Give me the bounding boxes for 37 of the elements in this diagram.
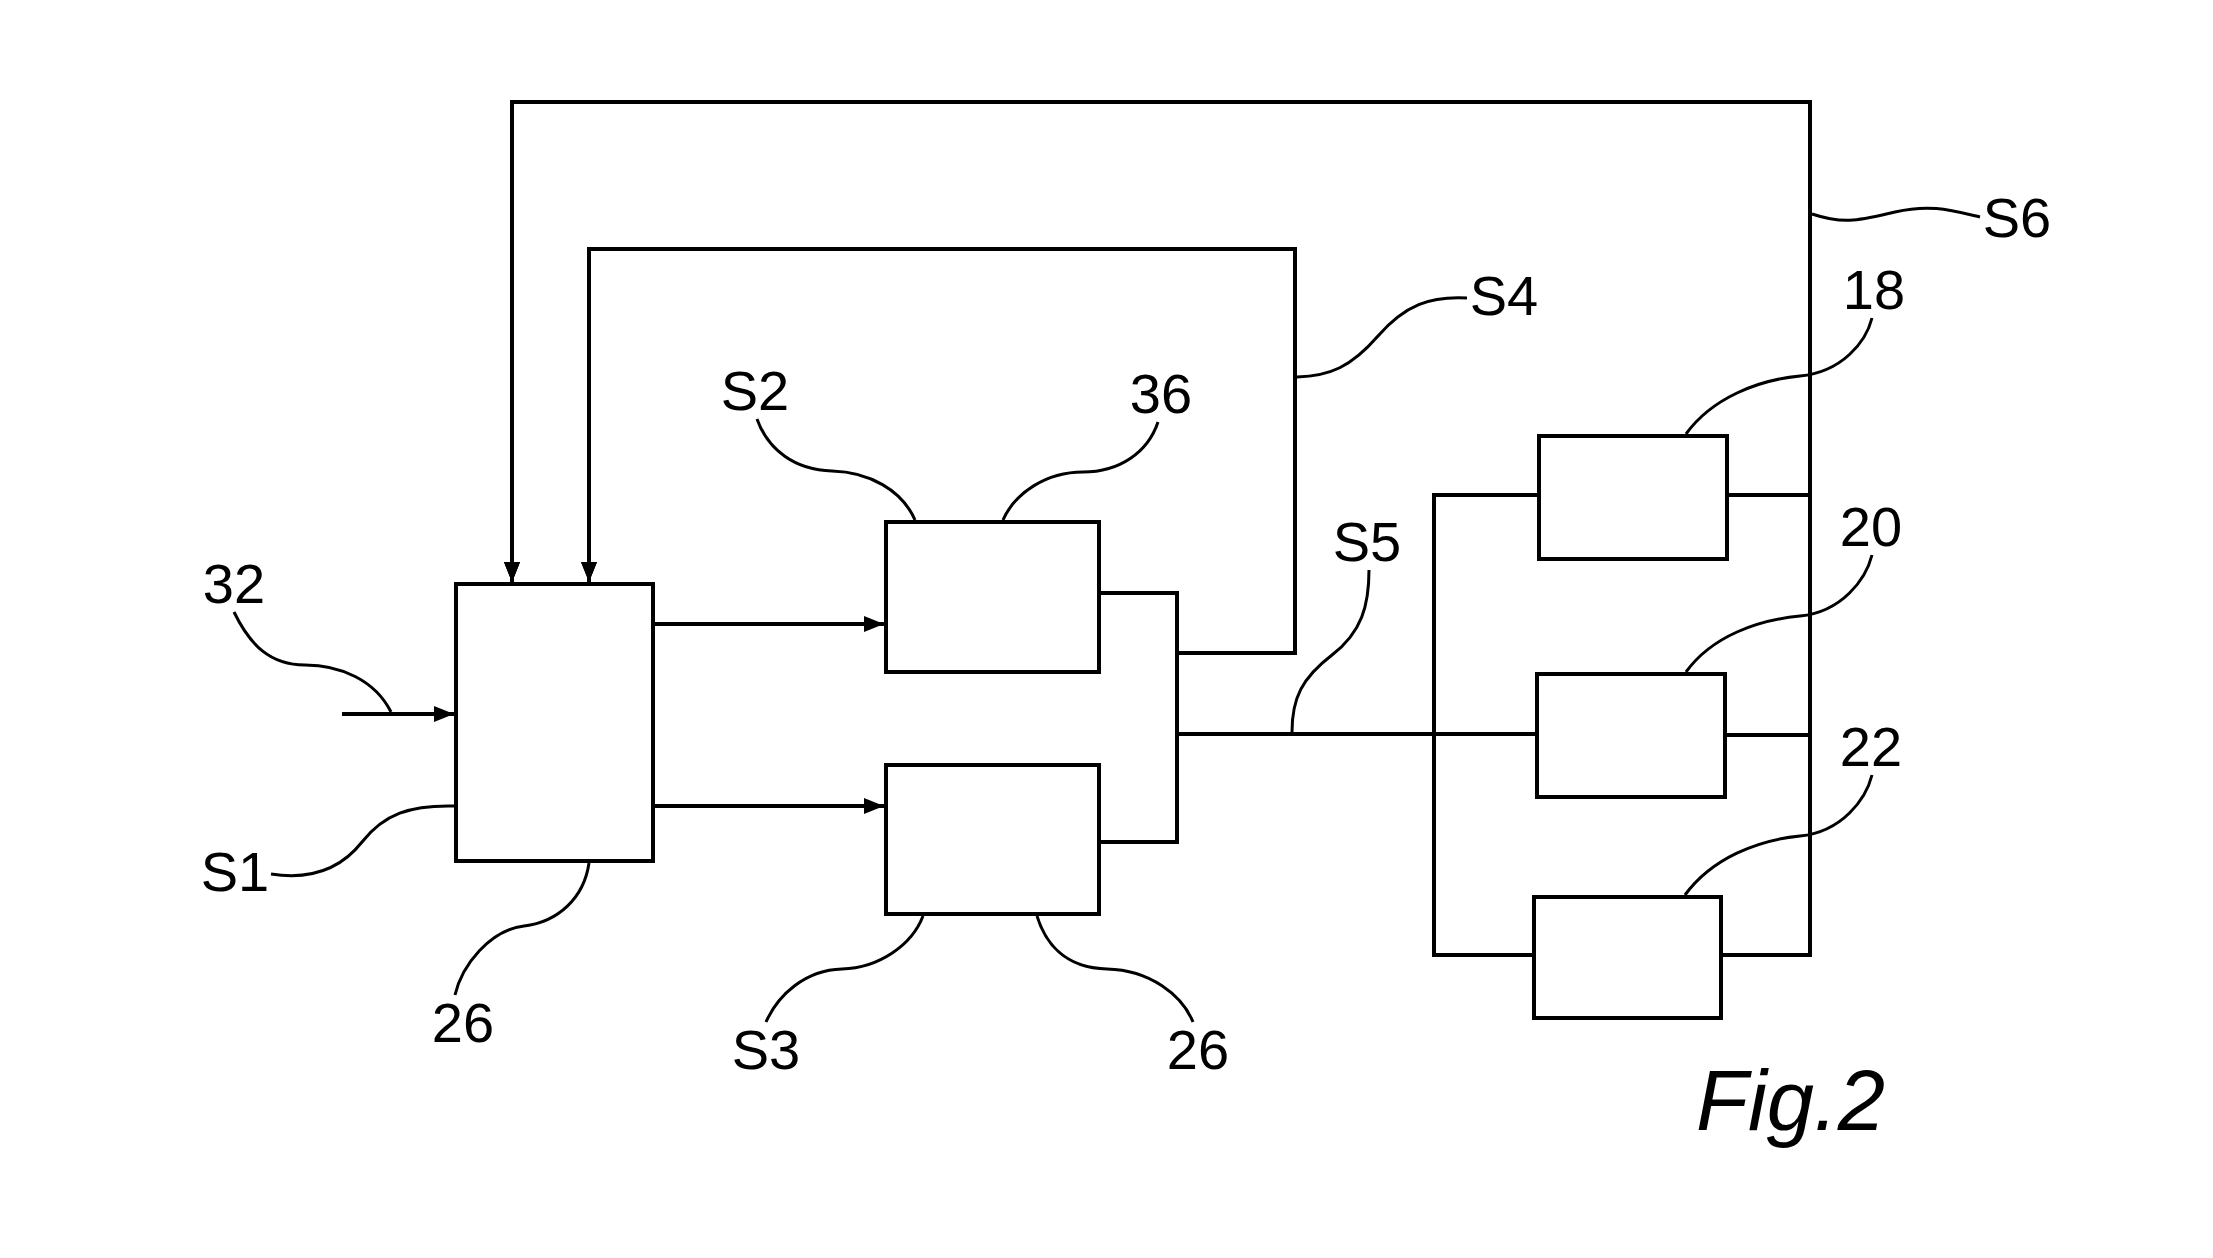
leader-line	[1683, 774, 1874, 896]
reference-label: S6	[1980, 190, 2054, 246]
reference-label: S2	[719, 363, 791, 419]
process-block	[1535, 672, 1727, 799]
reference-label: 22	[1836, 719, 1906, 775]
leader-line	[453, 862, 591, 996]
figure-caption: Fig.2	[1695, 1052, 1886, 1150]
leader-line	[232, 611, 393, 713]
process-block	[884, 763, 1101, 916]
arrow	[342, 706, 454, 722]
arrow	[655, 616, 884, 632]
leader-line	[1684, 554, 1874, 673]
leader-line	[270, 804, 454, 878]
arrow	[504, 100, 1812, 957]
reference-label: 36	[1126, 366, 1196, 422]
reference-label: 26	[428, 995, 498, 1051]
reference-label: 32	[199, 556, 269, 612]
process-block	[1532, 895, 1723, 1020]
leader-line	[764, 915, 925, 1023]
leader-line	[755, 418, 917, 521]
process-block	[1537, 434, 1729, 561]
reference-label: 18	[1839, 262, 1909, 318]
leader-line	[1296, 296, 1468, 379]
process-block	[454, 582, 655, 863]
leader-line	[1290, 569, 1371, 733]
leader-line	[1684, 317, 1874, 435]
reference-label: S4	[1467, 268, 1541, 324]
reference-label: S1	[199, 844, 271, 900]
reference-label: 20	[1836, 499, 1906, 555]
leader-line	[1001, 421, 1160, 521]
arrow	[655, 798, 884, 814]
process-block	[884, 520, 1101, 674]
leader-line	[1811, 206, 1981, 222]
reference-label: S5	[1330, 514, 1404, 570]
leader-line	[1035, 915, 1195, 1023]
reference-label: S3	[730, 1022, 802, 1078]
reference-label: 26	[1163, 1022, 1233, 1078]
